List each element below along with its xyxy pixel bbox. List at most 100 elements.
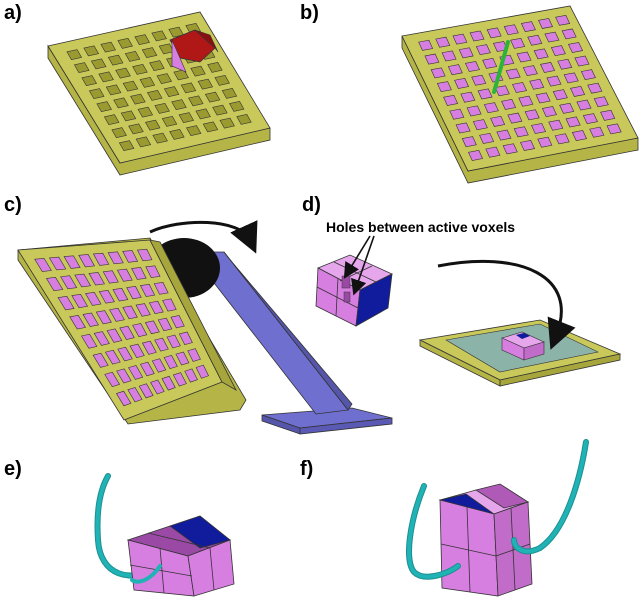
voxel-cell [126, 286, 142, 300]
voxel-cell [74, 273, 92, 288]
voxel-cell [135, 303, 151, 317]
voxel-cell [102, 270, 119, 284]
grid-cell [202, 121, 219, 133]
voxel-cell [119, 325, 135, 340]
voxel-cell [449, 108, 465, 120]
voxel-cell [482, 57, 498, 69]
voxel-cell [163, 354, 178, 370]
grid-cell [204, 91, 221, 103]
voxel-cell [151, 358, 167, 373]
grid-cell [130, 93, 146, 105]
voxel-cell [582, 113, 598, 125]
voxel-cell [92, 252, 110, 266]
panel-d-voxel-cube [315, 254, 393, 327]
grid-cell [171, 99, 187, 110]
grid-cell [197, 78, 214, 90]
voxel-cell [469, 30, 485, 42]
voxel-cell [116, 268, 133, 282]
voxel-cell [418, 39, 434, 51]
panel-label-d: d) [302, 194, 321, 216]
voxel-cell [557, 58, 573, 70]
voxel-cell [122, 250, 139, 263]
voxel-cell [127, 387, 143, 403]
voxel-cell [166, 334, 181, 349]
voxel-cell [519, 140, 536, 151]
voxel-cell [85, 292, 102, 306]
voxel-cell [486, 27, 502, 39]
grid-cell [124, 51, 141, 62]
voxel-cell [60, 275, 78, 290]
grid-cell [115, 67, 131, 79]
voxel-cell [472, 119, 488, 131]
grid-cell [214, 75, 230, 86]
voxel-cell [139, 284, 156, 297]
grid-cell [118, 140, 135, 151]
grid-cell [195, 108, 211, 120]
voxel-cell [529, 78, 545, 90]
voxel-cell [555, 14, 571, 26]
voxel-cell [104, 349, 121, 365]
voxel-cell [589, 126, 605, 138]
voxel-cell [141, 340, 157, 355]
voxel-cell [144, 320, 160, 335]
voxel-cell [571, 130, 588, 141]
voxel-cell [82, 312, 99, 327]
voxel-cell [178, 331, 193, 346]
voxel-cell [187, 348, 201, 362]
panel-label-c: c) [4, 194, 22, 216]
grid-cell [173, 69, 189, 81]
grid-cell [161, 116, 178, 127]
grid-cell [152, 132, 168, 144]
grid-cell [113, 97, 129, 109]
voxel-cell [554, 133, 570, 145]
grid-cell [145, 119, 161, 131]
grid-cell [122, 80, 139, 92]
voxel-cell [57, 295, 75, 311]
voxel-cell [503, 24, 519, 36]
voxel-cell [136, 248, 153, 262]
grid-cell [135, 136, 152, 148]
voxel-cell [452, 33, 468, 45]
voxel-cell [477, 88, 493, 100]
voxel-cell [132, 323, 148, 337]
voxel-cell [435, 36, 451, 48]
voxel-cell [552, 89, 568, 101]
voxel-cell [485, 146, 501, 158]
voxel-cell [184, 368, 198, 383]
grid-cell [163, 86, 180, 97]
grid-cell [207, 62, 223, 73]
voxel-cell [490, 115, 506, 127]
voxel-cell [455, 122, 471, 134]
panel-label-e: e) [4, 458, 22, 480]
voxel-cell [170, 315, 185, 329]
grid-cell [178, 112, 195, 123]
voxel-cell [524, 109, 540, 121]
voxel-cell [69, 314, 86, 330]
voxel-cell [138, 383, 154, 399]
panel-e-tube-front [130, 564, 162, 584]
panel-f-tube-right [511, 439, 589, 555]
grid-cell [185, 125, 202, 136]
voxel-cell [512, 82, 528, 93]
voxel-cell [48, 256, 67, 271]
voxel-cell [153, 282, 169, 295]
voxel-cell [540, 62, 556, 73]
grid-cell [149, 60, 165, 71]
voxel-cell [570, 86, 586, 97]
voxel-cell [587, 82, 603, 94]
grid-cell [139, 77, 156, 88]
voxel-cell [63, 255, 81, 269]
voxel-cell [494, 85, 510, 97]
grid-cell [212, 104, 228, 116]
voxel-cell [559, 102, 575, 114]
voxel-cell [139, 361, 155, 377]
holes-annotation: Holes between active voxels [326, 219, 516, 235]
voxel-cell [430, 67, 446, 79]
voxel-cell [45, 277, 64, 292]
grid-cell [103, 114, 120, 125]
grid-cell [105, 84, 122, 96]
voxel-cell [441, 50, 457, 62]
voxel-cell [563, 72, 579, 84]
voxel-cell [561, 28, 577, 40]
